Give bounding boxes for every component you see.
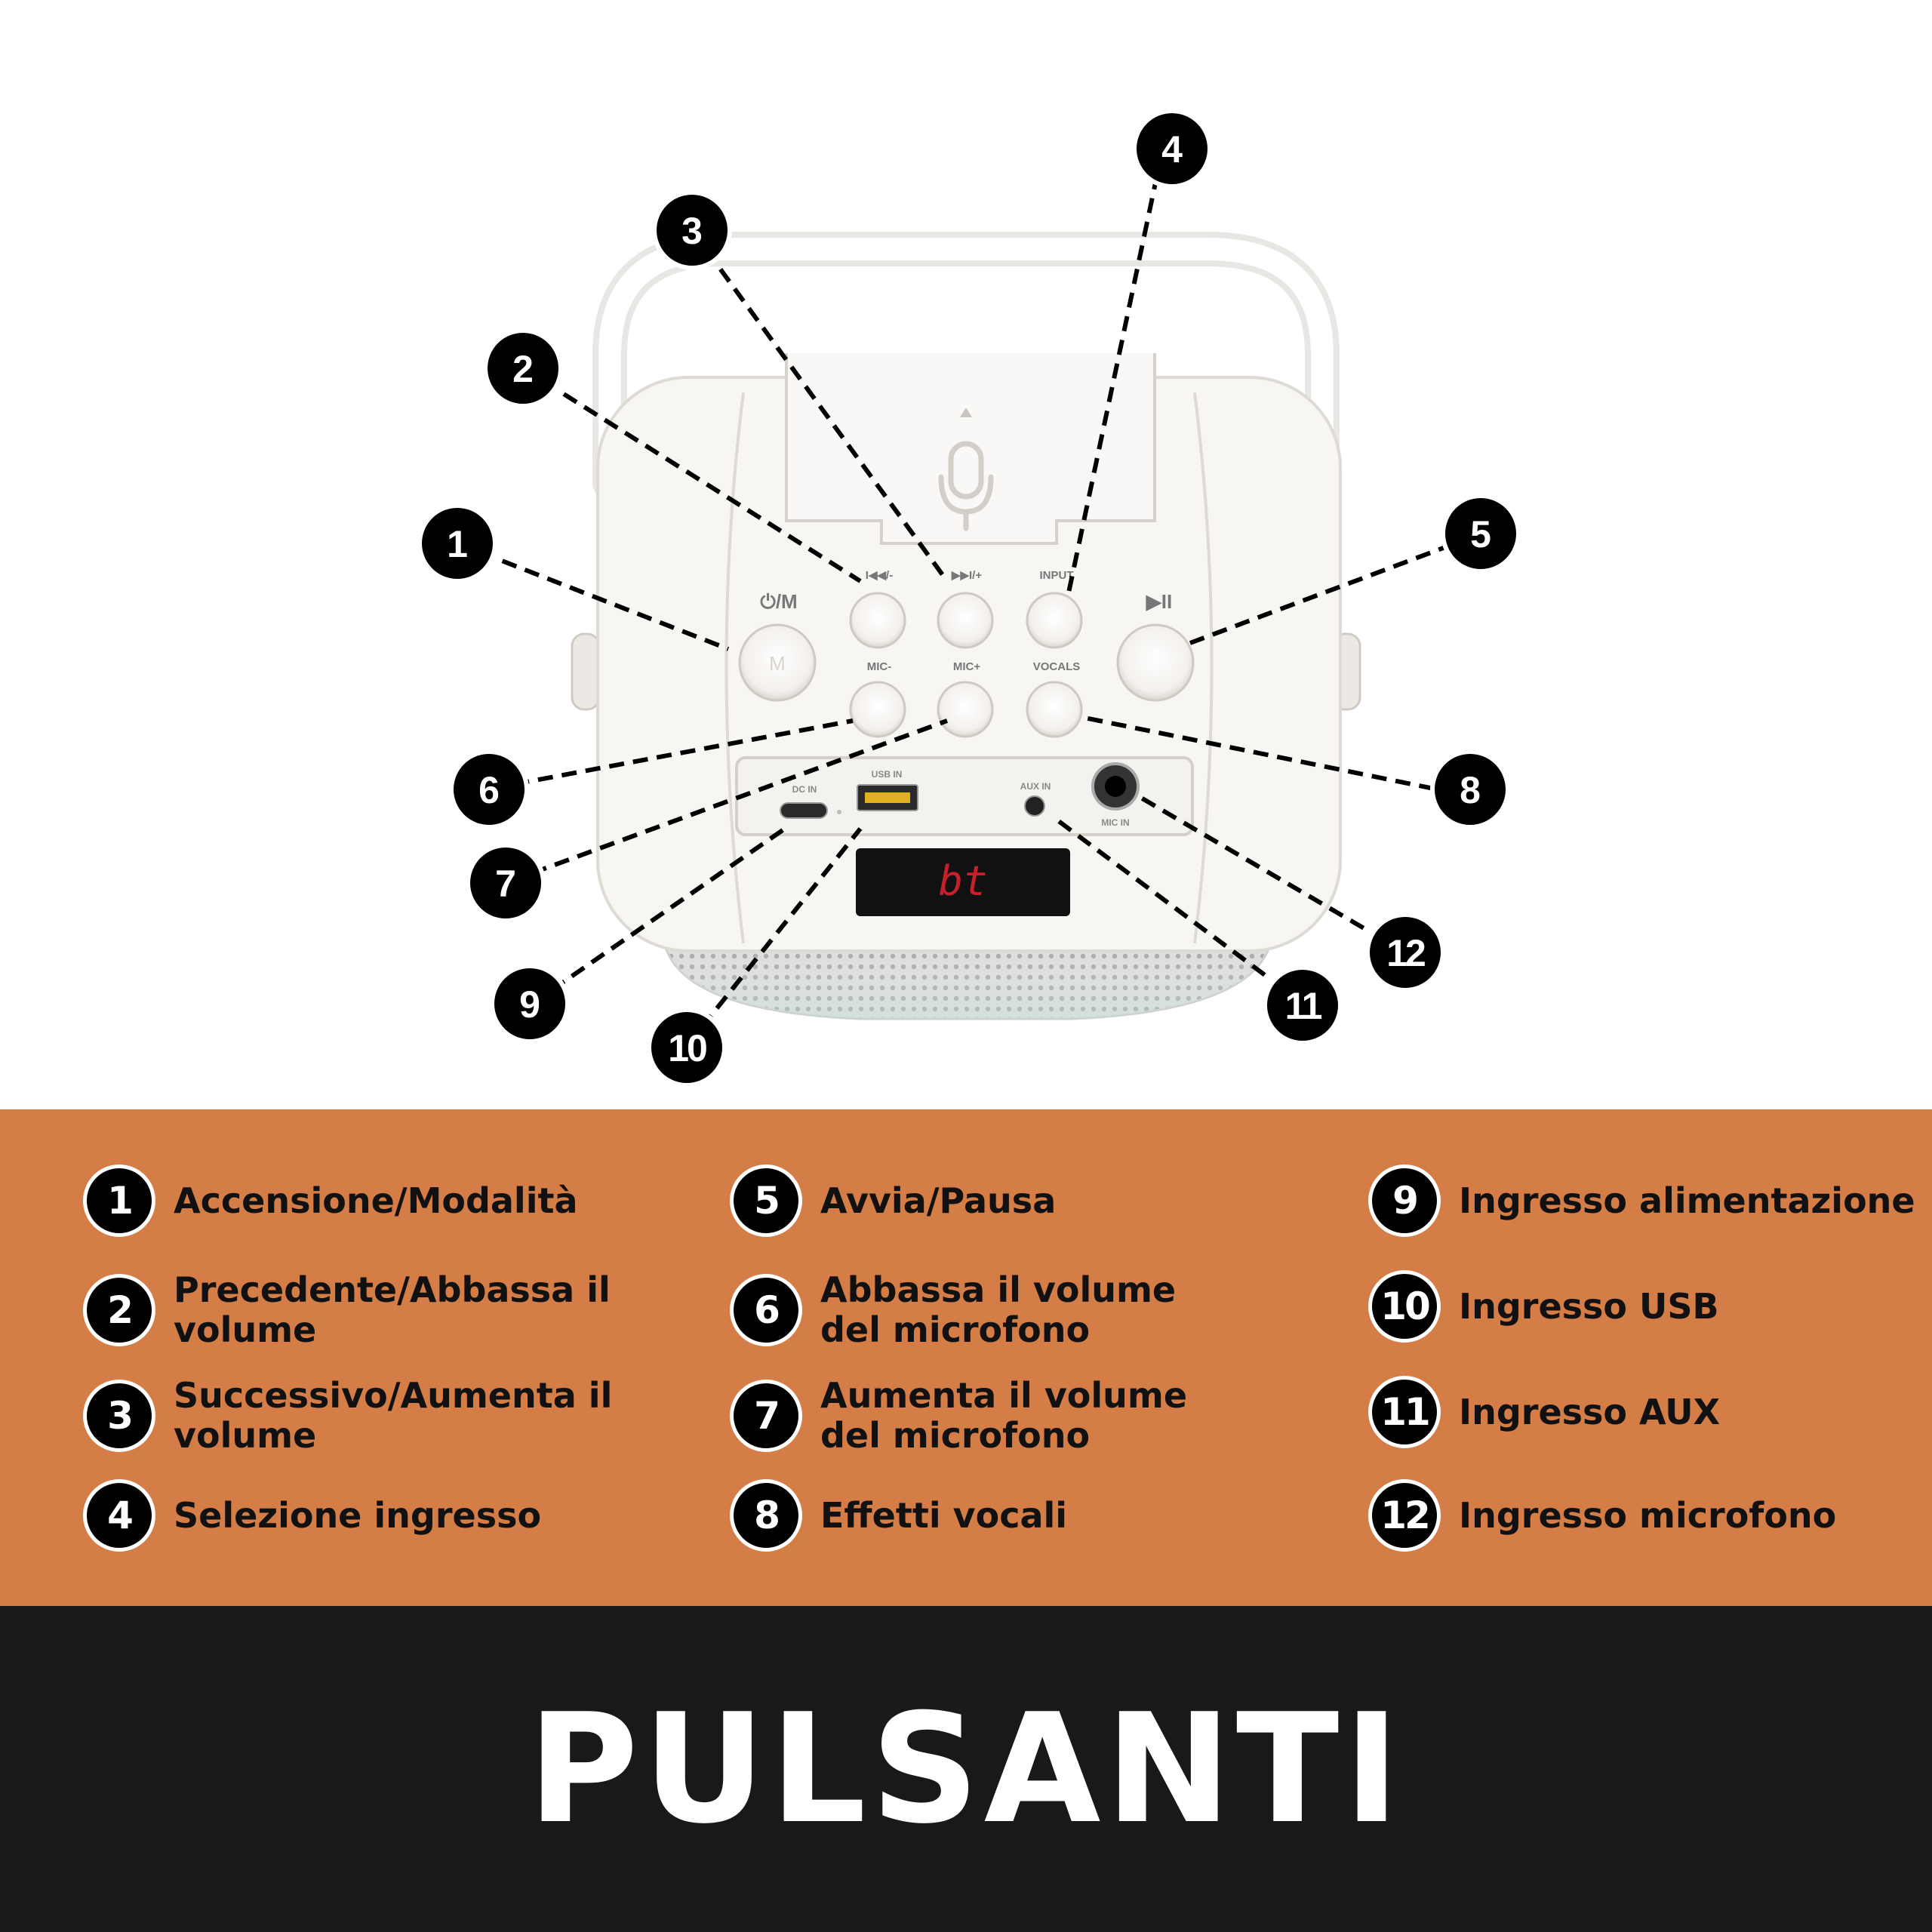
mic-in-label: MIC IN: [1101, 817, 1129, 828]
legend-label: Ingresso alimentazione: [1459, 1180, 1915, 1221]
vocal-effects-button[interactable]: [1026, 681, 1083, 738]
legend-badge: 5: [730, 1164, 802, 1237]
callout-5: [1441, 494, 1521, 574]
callout-5-number: 5: [1470, 513, 1491, 555]
legend-label: Successivo/Aumenta il volume: [174, 1375, 613, 1456]
callout-3-number: 3: [681, 210, 703, 252]
led-display: [856, 848, 1070, 916]
legend-item-10: 10 Ingresso USB: [1368, 1270, 1932, 1343]
callout-2: [483, 328, 563, 408]
callout-6: [449, 749, 529, 829]
legend-item-5: 5 Avvia/Pausa: [730, 1164, 1349, 1237]
dc-in-label: DC IN: [792, 784, 817, 795]
callout-1: [417, 503, 497, 583]
callout-3: [652, 190, 732, 270]
callout-4-number: 4: [1161, 128, 1183, 171]
mic-holder: [785, 353, 1156, 545]
legend-label: Ingresso USB: [1459, 1285, 1719, 1327]
legend-badge: 7: [730, 1379, 802, 1452]
aux-in-port[interactable]: [1024, 795, 1045, 817]
legend-badge: 12: [1368, 1479, 1441, 1552]
power-mode-button[interactable]: [738, 623, 817, 702]
legend-item-6: 6 Abbassa il volume del microfono: [730, 1270, 1243, 1350]
legend-item-11: 11 Ingresso AUX: [1368, 1376, 1932, 1448]
callout-1-number: 1: [447, 523, 468, 565]
mic-minus-label: MIC-: [867, 660, 892, 673]
legend-label: Precedente/Abbassa il volume: [174, 1269, 611, 1350]
prev-volume-down-button[interactable]: [849, 592, 906, 649]
legend-badge: 8: [730, 1479, 802, 1552]
callout-10-number: 10: [668, 1027, 706, 1069]
vocals-label: VOCALS: [1033, 660, 1081, 673]
legend-label: Abbassa il volume del microfono: [820, 1269, 1177, 1350]
callout-6-number: 6: [478, 769, 500, 811]
power-button-glyph: M: [769, 652, 786, 675]
play-pause-button[interactable]: [1116, 623, 1195, 702]
play-pause-label: ▶II: [1146, 590, 1172, 613]
legend-badge: 2: [83, 1273, 155, 1346]
legend-badge: 10: [1368, 1270, 1441, 1343]
legend-label: Aumenta il volume del microfono: [820, 1375, 1188, 1456]
callout-8: [1430, 749, 1510, 829]
legend-item-1: 1 Accensione/Modalità: [83, 1164, 702, 1237]
legend-item-3: 3 Successivo/Aumenta il volume: [83, 1376, 702, 1456]
legend-item-7: 7 Aumenta il volume del microfono: [730, 1376, 1258, 1456]
legend-panel: 1 Accensione/Modalità 2 Precedente/Abbas…: [0, 1109, 1932, 1606]
callout-11-number: 11: [1285, 985, 1322, 1027]
legend-badge: 9: [1368, 1164, 1441, 1237]
dc-in-port[interactable]: [780, 802, 828, 819]
mic-volume-up-button[interactable]: [937, 681, 994, 738]
legend-label: Effetti vocali: [820, 1494, 1068, 1536]
usb-in-label: USB IN: [872, 769, 903, 780]
callout-12: [1365, 912, 1445, 992]
legend-badge: 1: [83, 1164, 155, 1237]
callout-8-number: 8: [1460, 769, 1481, 811]
callout-7-number: 7: [495, 863, 516, 905]
callout-9-number: 9: [519, 983, 540, 1026]
next-label: ▶▶I/+: [951, 569, 982, 582]
page-title: PULSANTI: [528, 1681, 1404, 1857]
prev-label: I◀◀/-: [866, 569, 893, 582]
callout-12-number: 12: [1386, 932, 1425, 974]
legend-item-12: 12 Ingresso microfono: [1368, 1479, 1932, 1552]
left-hinge: [571, 632, 601, 711]
callout-9: [490, 964, 570, 1044]
legend-item-2: 2 Precedente/Abbassa il volume: [83, 1270, 702, 1350]
callout-11: [1263, 965, 1343, 1045]
next-volume-up-button[interactable]: [937, 592, 994, 649]
legend-label: Avvia/Pausa: [820, 1180, 1057, 1221]
callout-10: [647, 1008, 727, 1088]
legend-label: Accensione/Modalità: [174, 1180, 578, 1221]
mic-volume-down-button[interactable]: [849, 681, 906, 738]
legend-item-8: 8 Effetti vocali: [730, 1479, 1349, 1552]
leader-lines: [456, 150, 1477, 1048]
input-label: INPUT: [1040, 569, 1074, 582]
callout-2-number: 2: [512, 348, 534, 390]
callout-7: [466, 843, 546, 923]
power-mode-label: ⏻/M: [760, 590, 797, 613]
microphone-icon: [938, 441, 994, 531]
legend-label: Ingresso microfono: [1459, 1494, 1837, 1536]
aux-in-label: AUX IN: [1020, 781, 1051, 792]
device-diagram: ⏻/M I◀◀/- ▶▶I/+ INPUT ▶II MIC- MIC+ VOCA…: [417, 109, 1521, 1088]
input-select-button[interactable]: [1026, 592, 1083, 649]
legend-label: Selezione ingresso: [174, 1494, 542, 1536]
legend-badge: 4: [83, 1479, 155, 1552]
legend-badge: 6: [730, 1273, 802, 1346]
legend-badge: 3: [83, 1379, 155, 1452]
legend-item-4: 4 Selezione ingresso: [83, 1479, 702, 1552]
led-display-text: bt: [938, 857, 987, 905]
legend-item-9: 9 Ingresso alimentazione: [1368, 1164, 1932, 1237]
callout-4: [1132, 109, 1212, 189]
legend-badge: 11: [1368, 1376, 1441, 1448]
legend-label: Ingresso AUX: [1459, 1391, 1721, 1432]
title-band: PULSANTI: [0, 1606, 1932, 1932]
mic-plus-label: MIC+: [953, 660, 980, 673]
